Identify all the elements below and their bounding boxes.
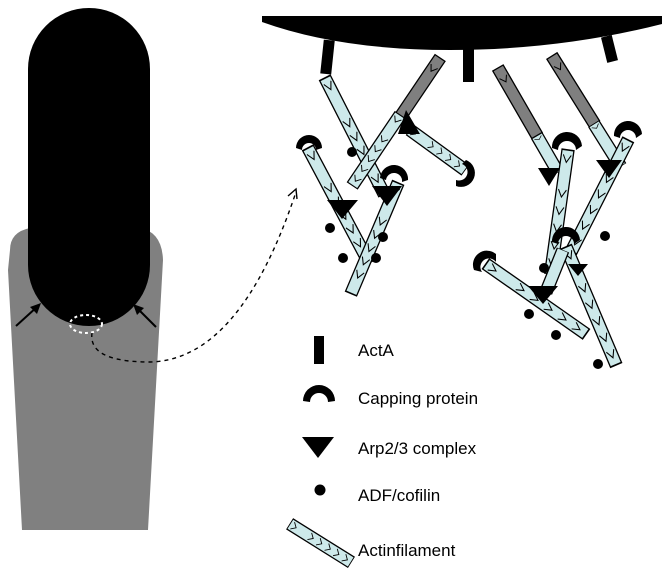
zoom-connector-arrowhead-icon (287, 187, 298, 200)
adf-cofilin (371, 253, 381, 263)
legend-item-capping-protein: Capping protein (303, 385, 478, 408)
capping-protein (613, 120, 642, 138)
zoomed-bacterial-surface (262, 16, 662, 82)
legend-item-actin-filament: Actinfilament (286, 518, 456, 568)
capping-protein (296, 135, 322, 150)
arp23-complex (596, 160, 622, 178)
adf-cofilin (539, 263, 549, 273)
arp23-complex (398, 110, 420, 134)
bacterial-surface (262, 16, 662, 50)
adf-cofilin (325, 223, 335, 233)
adf-cofilin (593, 359, 603, 369)
legend-label-adf-cofilin: ADF/cofilin (358, 486, 440, 505)
capping-protein (456, 160, 475, 187)
adf-cofilin (338, 253, 348, 263)
acta-bar (601, 34, 618, 63)
down-triangle-icon (302, 437, 334, 458)
capping-protein (472, 250, 496, 272)
legend-item-acta: ActA (314, 336, 395, 364)
c-cap-icon (303, 385, 335, 402)
legend-item-arp23: Arp2/3 complex (302, 437, 477, 458)
arp23-complex (327, 200, 358, 219)
adf-cofilin (524, 309, 534, 319)
adf-cofilin (600, 231, 610, 241)
capping-protein (380, 164, 409, 182)
adf-cofilin (551, 330, 561, 340)
cell-illustration (8, 8, 298, 530)
acta-bar (463, 46, 474, 82)
capping-protein (551, 131, 582, 150)
filament-network-right (472, 51, 642, 369)
zoom-region-ring (69, 314, 103, 334)
arp23-complex (568, 264, 588, 276)
actin-filament-old (394, 53, 446, 121)
chevron-filament-icon (286, 518, 355, 568)
adf-cofilin (347, 147, 357, 157)
legend-label-arp23: Arp2/3 complex (358, 439, 477, 458)
legend-label-actin-filament: Actinfilament (358, 541, 456, 560)
actin-filament-old (546, 51, 601, 128)
legend: ActA Capping protein Arp2/3 complex ADF/… (286, 336, 478, 568)
dot-icon (314, 484, 326, 496)
filament-network-left (296, 53, 475, 297)
bacterium-body (28, 8, 150, 326)
arp23-complex (528, 286, 558, 304)
arp23-complex (538, 168, 560, 186)
arrow-right-head-icon (133, 304, 144, 315)
capping-protein (551, 226, 580, 244)
legend-item-adf-cofilin: ADF/cofilin (314, 484, 440, 505)
adf-cofilin (378, 232, 388, 242)
black-bar-icon (314, 336, 324, 364)
arrow-left-head-icon (30, 303, 41, 314)
actin-filament (559, 243, 623, 368)
acta-bar (320, 39, 335, 75)
legend-label-acta: ActA (358, 341, 395, 360)
legend-label-capping-protein: Capping protein (358, 389, 478, 408)
arp23-complex (372, 186, 402, 206)
actin-filament-old (491, 64, 544, 140)
